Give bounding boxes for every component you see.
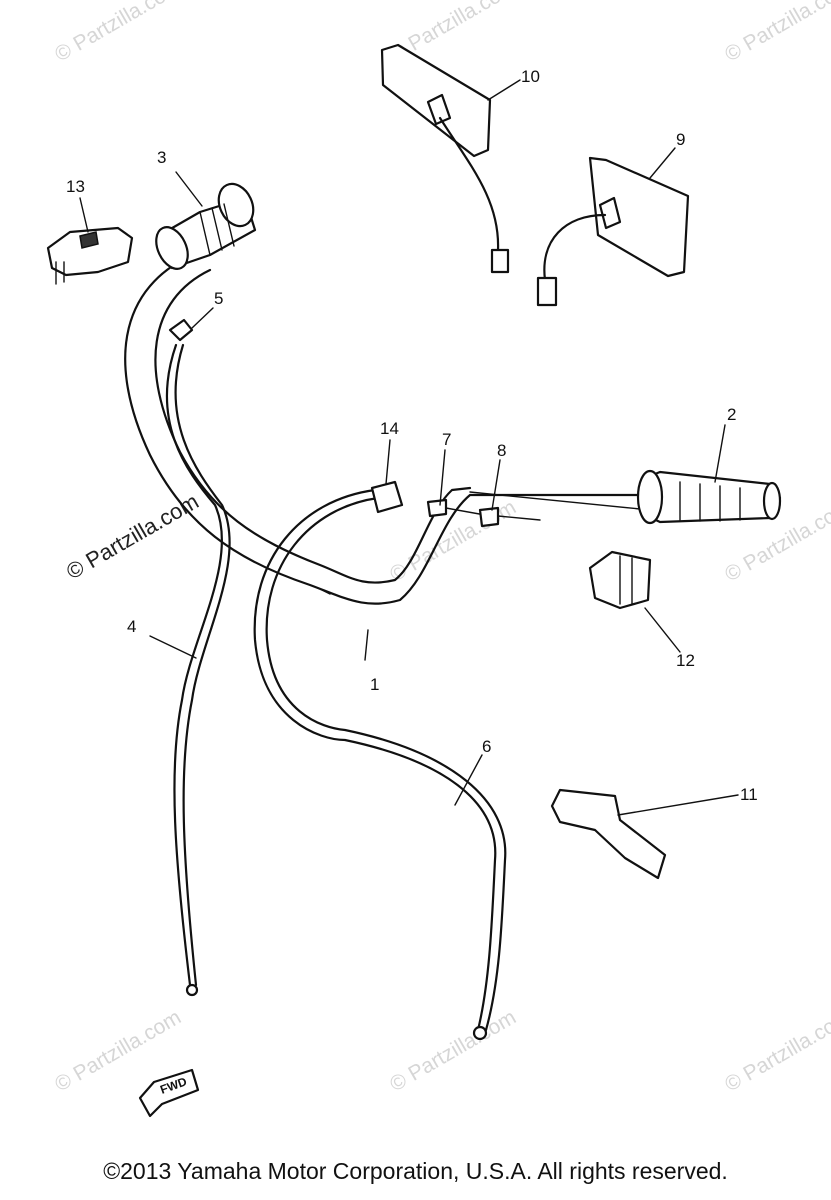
right-cable-end: [472, 1025, 488, 1041]
copyright-footer: ©2013 Yamaha Motor Corporation, U.S.A. A…: [103, 1158, 728, 1184]
callout-labels: 1 2 3 4 5 6 7 8 9 10 11 12 13 14: [66, 67, 758, 804]
watermark: © Partzilla.com: [721, 0, 831, 66]
watermark: © Partzilla.com: [386, 1006, 520, 1097]
callout-3: 3: [157, 148, 166, 167]
lever-assembly: [370, 480, 541, 528]
left-mirror: [380, 43, 510, 274]
rubber-boot: [588, 550, 652, 610]
callout-6: 6: [482, 737, 491, 756]
left-cable: [165, 343, 224, 987]
left-cable-outer: [174, 343, 231, 987]
right-cable-outer: [265, 496, 507, 1032]
watermark: © Partzilla.com: [721, 1006, 831, 1097]
forward-arrow: FWD: [138, 1068, 200, 1118]
callout-1: 1: [370, 675, 379, 694]
parts-diagram: © Partzilla.com © Partzilla.com © Partzi…: [46, 0, 831, 1118]
callout-4: 4: [127, 617, 136, 636]
callout-11: 11: [740, 785, 758, 804]
cable-clamp: [168, 318, 194, 342]
left-grip: [155, 182, 257, 270]
callout-10: 10: [521, 67, 540, 86]
right-grip: [636, 469, 782, 525]
callout-2: 2: [727, 405, 736, 424]
left-cable-end: [185, 983, 199, 997]
callout-8: 8: [497, 441, 506, 460]
right-mirror: [536, 156, 690, 307]
callout-7: 7: [442, 430, 451, 449]
handlebar: [124, 248, 652, 605]
switch-housing: [46, 226, 134, 285]
watermark: © Partzilla.com: [51, 0, 185, 66]
callout-12: 12: [676, 651, 695, 670]
callout-5: 5: [214, 289, 223, 308]
right-cable: [253, 488, 497, 1032]
leader-lines: [79, 79, 739, 816]
bracket: [550, 788, 667, 880]
callout-14: 14: [380, 419, 399, 438]
watermark-layer: © Partzilla.com © Partzilla.com © Partzi…: [51, 0, 831, 1096]
callout-9: 9: [676, 130, 685, 149]
callout-13: 13: [66, 177, 85, 196]
